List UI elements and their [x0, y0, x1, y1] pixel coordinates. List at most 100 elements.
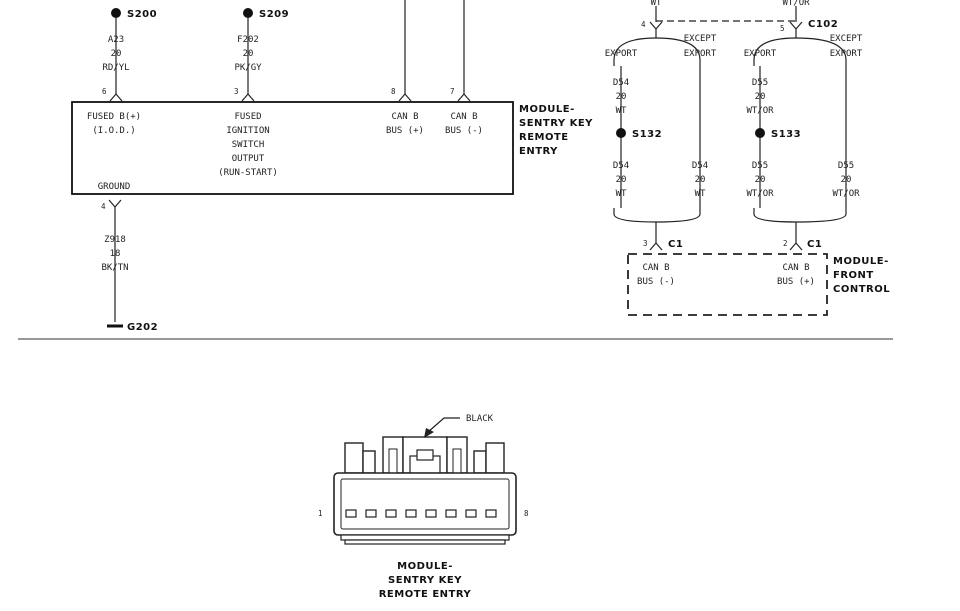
wire-d55-bl-color: WT/OR [746, 189, 774, 199]
pin-3-c1-label: 3 [643, 239, 648, 248]
sentry-ground-label: GROUND [98, 182, 131, 192]
top-partial-wtor: WT/OR [782, 0, 810, 8]
splice-s200-dot [111, 8, 121, 18]
pin-6-terminal [109, 93, 123, 102]
wire-f202-gauge: 20 [243, 49, 254, 59]
fcm-label-1: MODULE- [833, 256, 889, 267]
sentry-fused-b-line1: FUSED B(+) [87, 112, 141, 122]
sentry-can-b-minus-line2: BUS (-) [445, 126, 483, 136]
wire-d55-top-gauge: 20 [755, 92, 766, 102]
wire-d54-bl-circuit: D54 [613, 161, 629, 171]
pin-6-label: 6 [102, 87, 107, 96]
pin-3-c1-terminal [649, 242, 663, 251]
pin-8-terminal [398, 93, 412, 102]
pin-2-c1-terminal [789, 242, 803, 251]
wire-d55-top-circuit: D55 [752, 78, 768, 88]
pin-5-c102-terminal [789, 21, 803, 30]
fcm-can-b-minus-line1: CAN B [642, 263, 669, 273]
sentry-can-b-plus-line1: CAN B [391, 112, 418, 122]
top-partial-wt: WT [651, 0, 662, 8]
sentry-module-label-4: ENTRY [519, 146, 558, 157]
d54-except-line1: EXCEPT [684, 34, 717, 44]
connector-pin-8-label: 8 [524, 509, 529, 518]
c1-left-label: C1 [668, 239, 683, 250]
pin-8-label: 8 [391, 87, 396, 96]
wire-z918-color: BK/TN [101, 263, 128, 273]
wire-f202-color: PK/GY [234, 63, 262, 73]
wire-a23-gauge: 20 [111, 49, 122, 59]
wire-d55-bl-circuit: D55 [752, 161, 768, 171]
pin-4-ground-terminal [108, 199, 122, 208]
pin-4-c102-terminal [649, 21, 663, 30]
fcm-can-b-minus-line2: BUS (-) [637, 277, 675, 287]
d54-except-line2: EXPORT [684, 49, 717, 59]
c1-right-label: C1 [807, 239, 822, 250]
color-callout-arrowhead [424, 428, 434, 438]
splice-s132-dot [616, 128, 626, 138]
pin-3-terminal [241, 93, 255, 102]
d54-export-label: EXPORT [605, 49, 638, 59]
sentry-can-b-minus-line1: CAN B [450, 112, 477, 122]
fcm-label-3: CONTROL [833, 284, 890, 295]
splice-s209-dot [243, 8, 253, 18]
sentry-fused-ign-line2: IGNITION [226, 126, 269, 136]
wire-a23-color: RD/YL [102, 63, 129, 73]
pin-2-c1-label: 2 [783, 239, 788, 248]
pin-4-ground-label: 4 [101, 202, 106, 211]
wire-d54-bl-color: WT [616, 189, 627, 199]
splice-s200-label: S200 [127, 9, 157, 20]
connector-pin-1-label: 1 [318, 509, 323, 518]
splice-s132-label: S132 [632, 129, 662, 140]
fcm-can-b-plus-line2: BUS (+) [777, 277, 815, 287]
splice-s133-label: S133 [771, 129, 801, 140]
color-callout-leader [427, 417, 460, 433]
wire-f202-circuit: F202 [237, 35, 259, 45]
pin-4-c102-label: 4 [641, 20, 646, 29]
d55-except-line1: EXCEPT [830, 34, 863, 44]
wire-z918-circuit: Z918 [104, 235, 126, 245]
wire-d54-top-color: WT [616, 106, 627, 116]
fcm-can-b-plus-line1: CAN B [782, 263, 809, 273]
d55-export-label: EXPORT [744, 49, 777, 59]
connector-view-label-1: MODULE- [397, 561, 453, 572]
pin-5-c102-label: 5 [780, 24, 785, 33]
sentry-module-label-1: MODULE- [519, 104, 575, 115]
sentry-fused-ign-line5: (RUN-START) [218, 168, 278, 178]
d55-except-line2: EXPORT [830, 49, 863, 59]
wire-d55-top-color: WT/OR [746, 106, 774, 116]
wire-d54-br-color: WT [695, 189, 706, 199]
pin-7-terminal [457, 93, 471, 102]
ground-g202-label: G202 [127, 322, 158, 333]
wire-d55-br-circuit: D55 [838, 161, 854, 171]
d55-merge-bracket [753, 208, 847, 223]
connector-view-label-2: SENTRY KEY [388, 575, 462, 586]
c102-label: C102 [808, 19, 838, 30]
wire-d54-top-gauge: 20 [616, 92, 627, 102]
front-control-module-box [627, 253, 828, 316]
pin-3-label: 3 [234, 87, 239, 96]
wire-z918-gauge: 18 [110, 249, 121, 259]
connector-view-label-3: REMOTE ENTRY [379, 589, 472, 600]
wire-a23-circuit: A23 [108, 35, 124, 45]
color-callout-label: BLACK [466, 414, 494, 424]
wire-d54-bl-gauge: 20 [616, 175, 627, 185]
d55-export-bracket [753, 37, 847, 66]
sentry-fused-ign-line4: OUTPUT [232, 154, 265, 164]
wire-d55-br-color: WT/OR [832, 189, 860, 199]
splice-s209-label: S209 [259, 9, 289, 20]
wire-d55-bl-gauge: 20 [755, 175, 766, 185]
connector-face-view [333, 436, 517, 545]
sentry-module-box [71, 101, 514, 195]
sentry-fused-ign-line1: FUSED [234, 112, 261, 122]
d54-merge-bracket [613, 208, 701, 223]
wire-d55-br-gauge: 20 [841, 175, 852, 185]
sentry-can-b-plus-line2: BUS (+) [386, 126, 424, 136]
sentry-module-label-2: SENTRY KEY [519, 118, 593, 129]
wire-d54-br-circuit: D54 [692, 161, 708, 171]
wire-d54-br-gauge: 20 [695, 175, 706, 185]
d54-export-bracket [613, 37, 701, 66]
wire-d54-top-circuit: D54 [613, 78, 629, 88]
sentry-module-label-3: REMOTE [519, 132, 569, 143]
pin-7-label: 7 [450, 87, 455, 96]
